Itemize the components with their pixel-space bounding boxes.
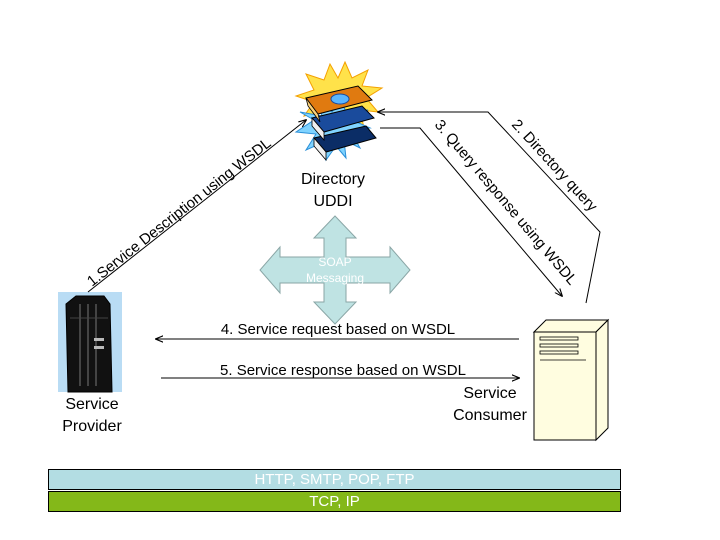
- arrow-3-line: [380, 127, 562, 296]
- arrow-2-label: 2. Directory query: [508, 116, 601, 215]
- protocol-bar-transport: TCP, IP: [48, 491, 621, 512]
- consumer-label-line1: Service: [463, 385, 517, 402]
- provider-label: Service Provider: [42, 394, 142, 438]
- server-tower-icon: [532, 318, 610, 442]
- arrow-3-label: 3. Query response using WSDL: [431, 117, 580, 289]
- directory-label-line1: Directory: [300, 171, 365, 188]
- soap-label-line2: Messaging: [306, 271, 364, 285]
- directory-label-line2: UDDI: [313, 193, 353, 210]
- arrow-2-line: [378, 112, 601, 304]
- soap-label-line1: SOAP: [318, 255, 351, 269]
- directory-label: Directory UDDI: [283, 169, 383, 213]
- provider-label-line2: Provider: [62, 418, 122, 435]
- arrow-1-line: [87, 120, 306, 293]
- consumer-label-line2: Consumer: [453, 407, 527, 424]
- books-icon: [294, 60, 384, 162]
- protocol-bar-application: HTTP, SMTP, POP, FTP: [48, 469, 621, 490]
- soap-messaging-arrow: [259, 215, 411, 325]
- server-rack-icon: [58, 292, 122, 393]
- provider-label-line1: Service: [65, 396, 119, 413]
- arrow-4-label: 4. Service request based on WSDL: [221, 321, 455, 338]
- consumer-label: Service Consumer: [440, 383, 540, 427]
- arrow-5-label: 5. Service response based on WSDL: [220, 362, 466, 379]
- arrow-1-label: 1.Service Description using WSDL: [84, 135, 274, 290]
